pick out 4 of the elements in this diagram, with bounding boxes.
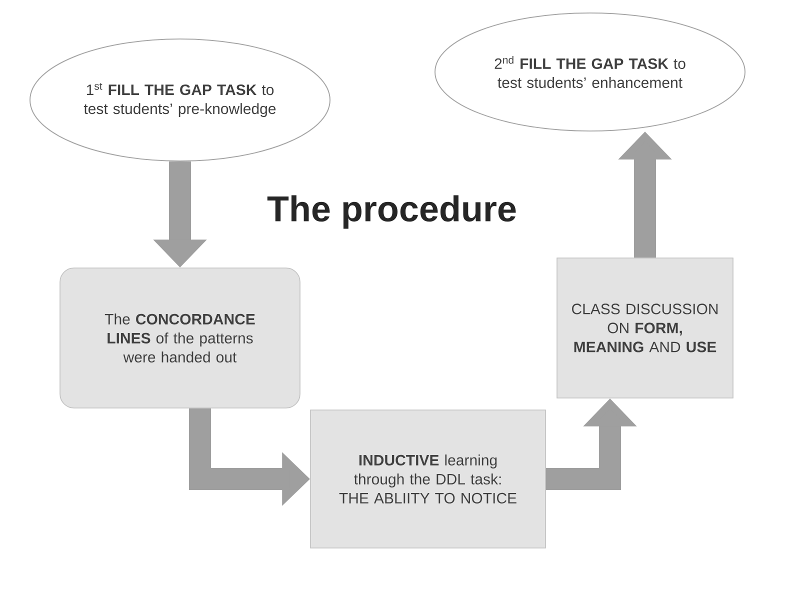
process-box: CLASS DISCUSSION ON FORM, MEANING AND USE	[556, 258, 734, 398]
process-box: INDUCTIVE learning through the DDL task: THE ABLIITY TO NOTICE	[310, 410, 546, 548]
title: The procedure	[267, 195, 516, 229]
process-box: The CONCORDANCE LINES of the patterns were handed out	[60, 268, 300, 408]
